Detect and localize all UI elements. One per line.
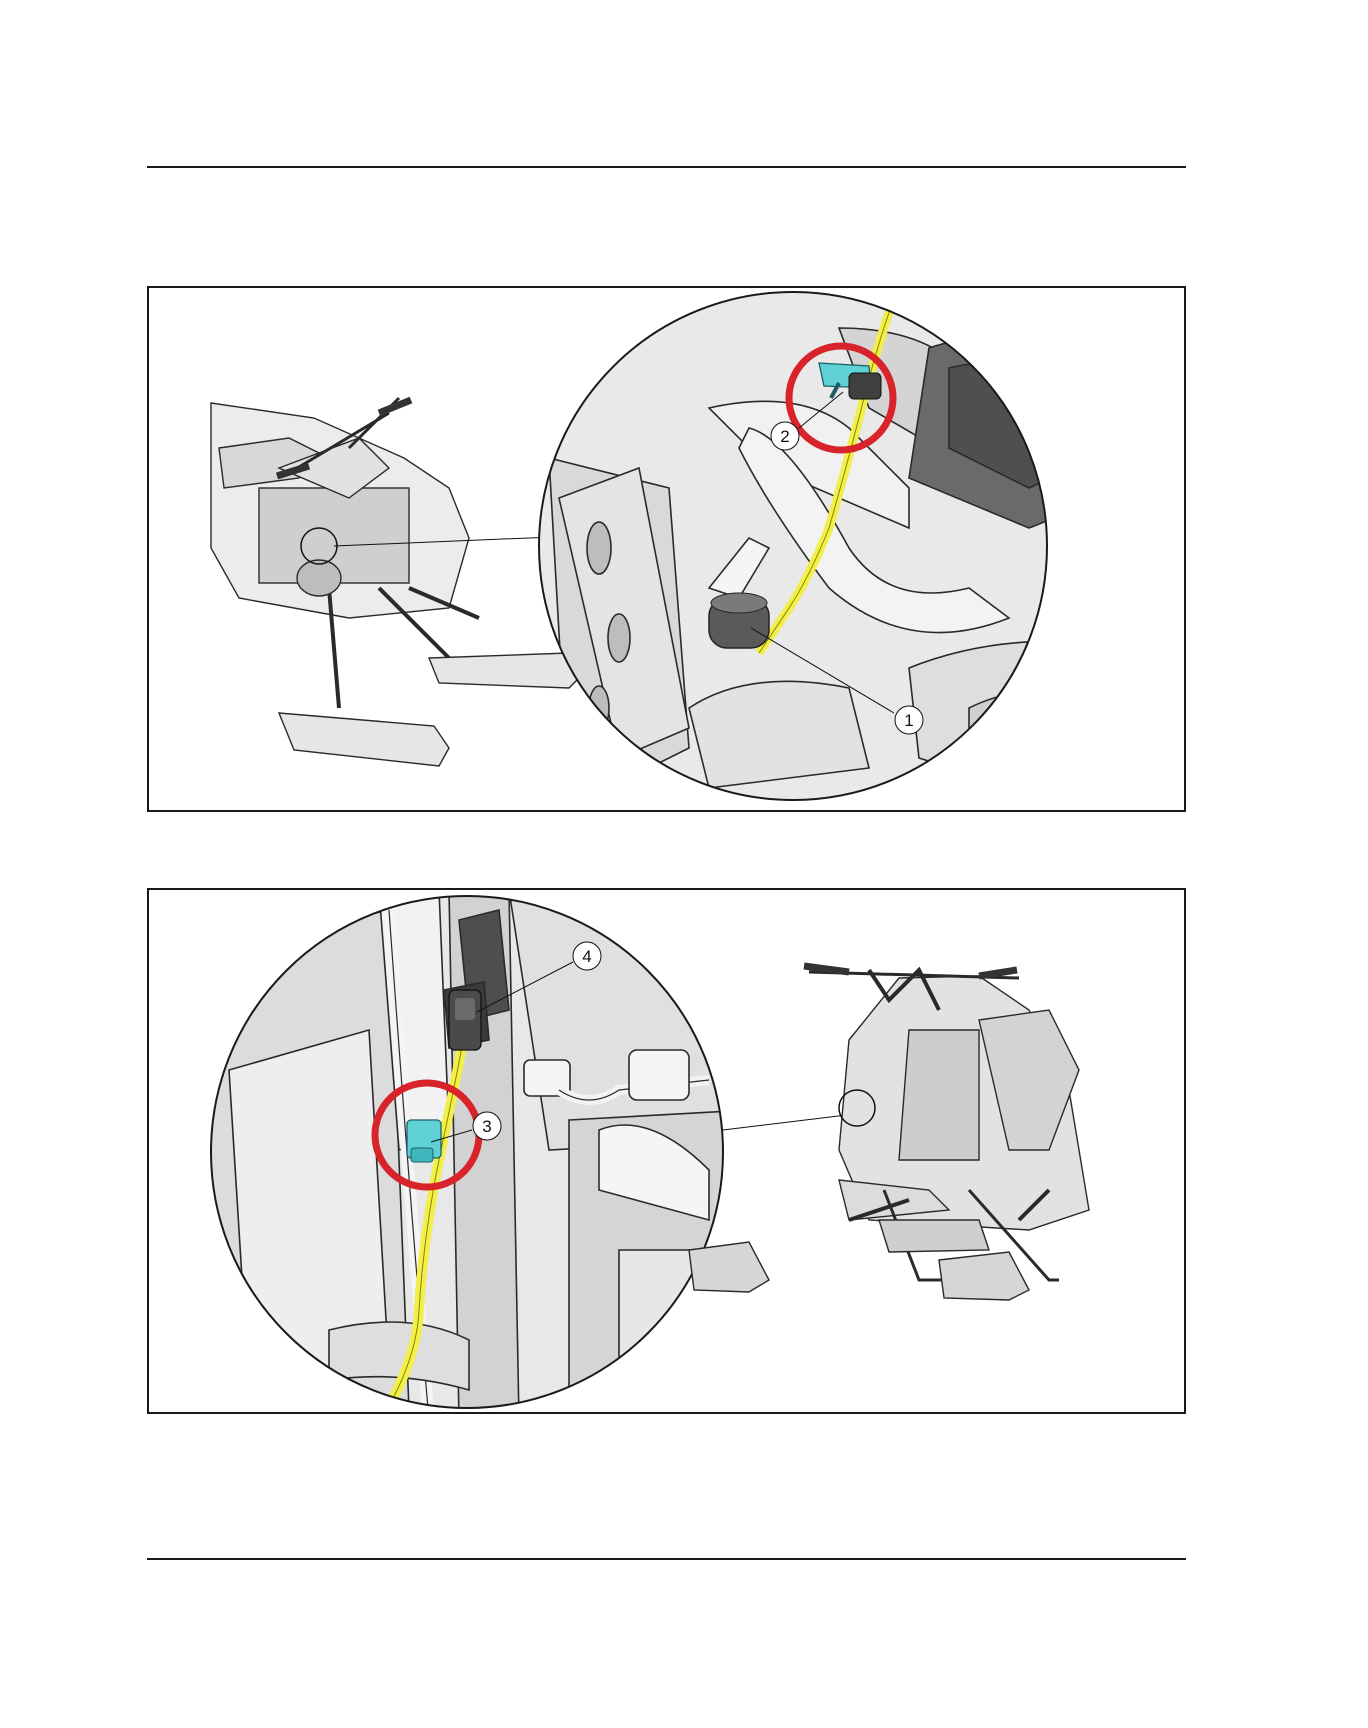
- bottom-rule: [147, 1558, 1186, 1560]
- callout-4-label: 4: [582, 947, 591, 966]
- callout-1-label: 1: [904, 711, 913, 730]
- figure-1: 1 2: [147, 286, 1186, 812]
- magnified-view-2: [209, 890, 749, 1412]
- callout-2-label: 2: [780, 427, 789, 446]
- magnified-view-1: [539, 288, 1129, 808]
- callout-3-label: 3: [482, 1117, 491, 1136]
- grommet: [709, 593, 769, 648]
- top-rule: [147, 166, 1186, 168]
- figure-2-illustration: 3 4: [149, 890, 1184, 1412]
- figure-2: 3 4: [147, 888, 1186, 1414]
- snowmobile-side-view: [211, 398, 584, 766]
- snowmobile-front-view: [689, 966, 1089, 1300]
- connector: [449, 990, 481, 1050]
- figure-1-illustration: 1 2: [149, 288, 1184, 810]
